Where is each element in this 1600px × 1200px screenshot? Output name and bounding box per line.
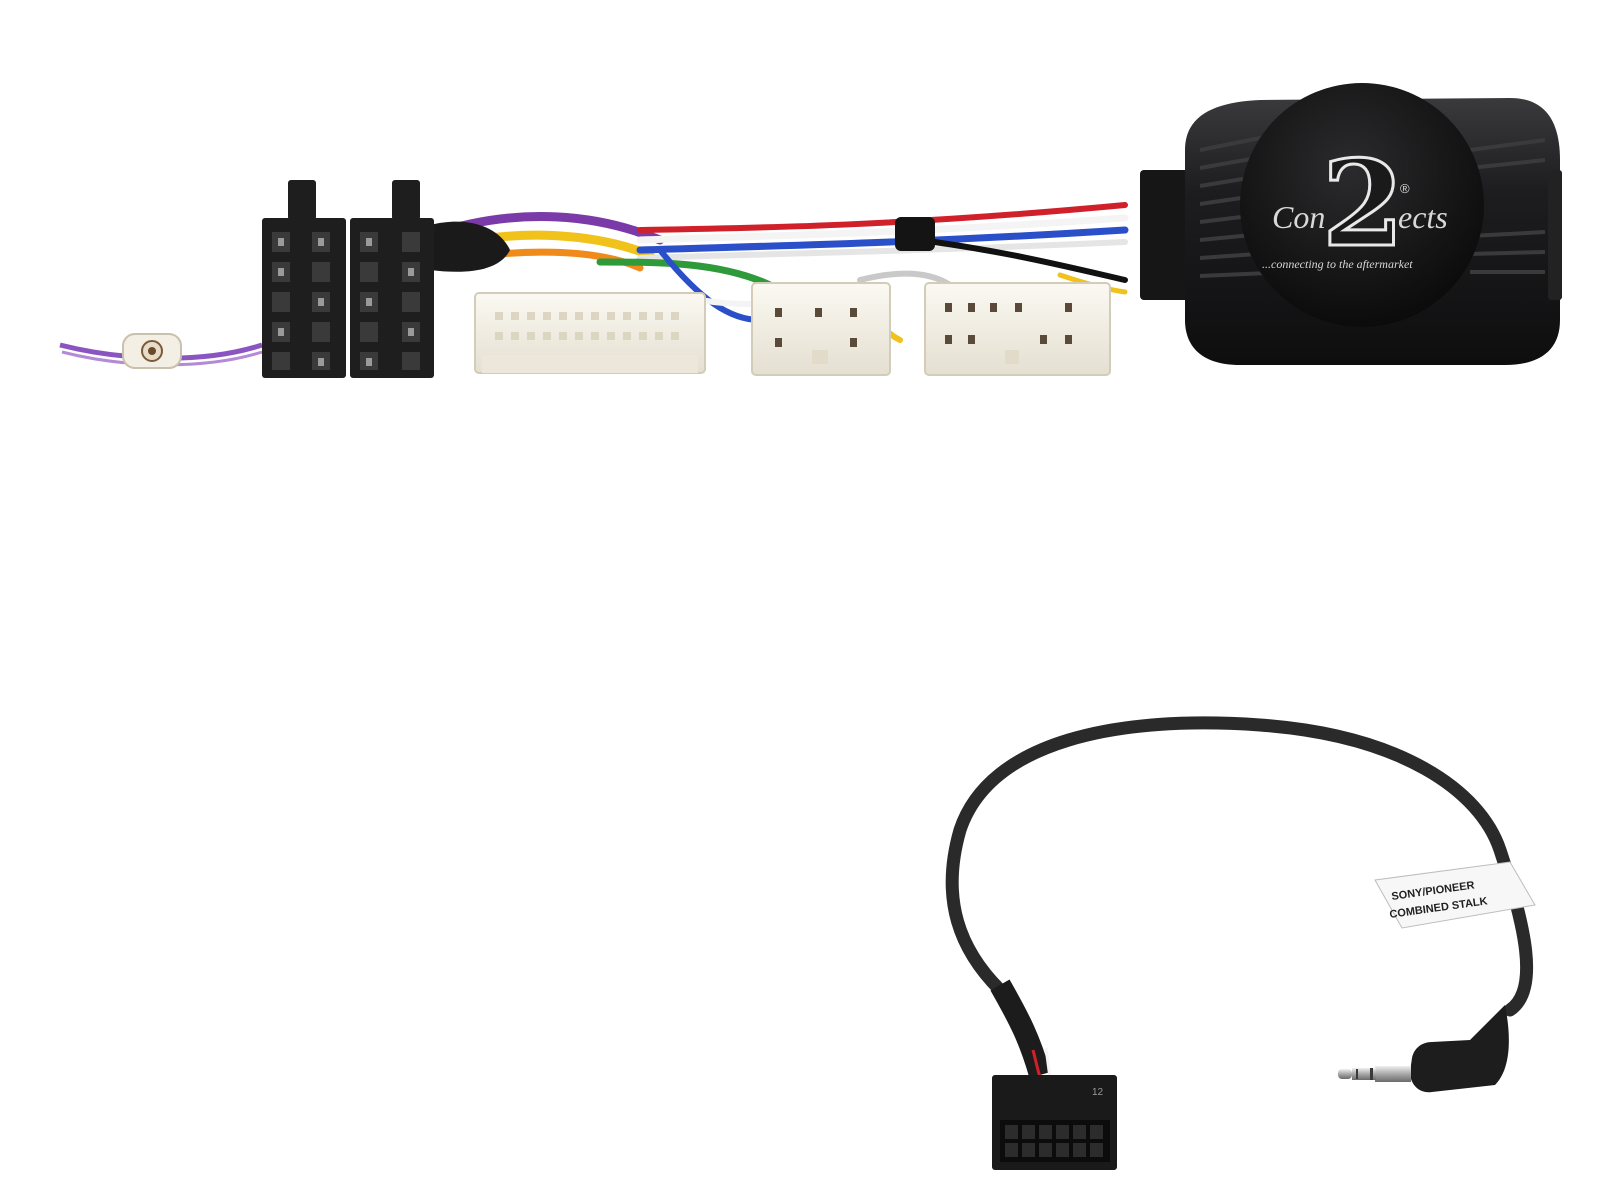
steering-interface-harness: 2 Con ects ® ...connecting to the afterm…: [59, 83, 1562, 378]
patch-lead: SONY/PIONEER COMBINED STALK 12: [945, 716, 1536, 1170]
brand-logo-name-left: Con: [1272, 199, 1325, 235]
vehicle-connector-large: [474, 292, 706, 374]
brand-disc: [1240, 83, 1484, 327]
patch-lead-multipin-plug: 12: [992, 1075, 1117, 1170]
patch-lead-35mm-jack: [1338, 1005, 1509, 1093]
patch-lead-label: SONY/PIONEER COMBINED STALK: [1374, 861, 1536, 929]
patch-lead-cable: [945, 716, 1534, 1017]
patch-lead-tail: [990, 979, 1052, 1079]
registered-mark: ®: [1400, 181, 1410, 196]
brand-logo-name-right: ects: [1398, 199, 1448, 235]
brand-tagline: ...connecting to the aftermarket: [1262, 257, 1413, 271]
vehicle-connector-medium: [924, 282, 1111, 376]
brand-logo-digit: 2: [1322, 134, 1404, 273]
iso-connector: [262, 180, 434, 378]
antenna-adapter-lead: [59, 333, 263, 369]
vehicle-connector-small: [751, 282, 891, 376]
plug-pin-label: 12: [1092, 1087, 1104, 1098]
interface-box: 2 Con ects ® ...connecting to the afterm…: [1140, 83, 1562, 365]
bundle-sleeve: [430, 221, 510, 272]
heat-shrink-band: [895, 217, 935, 251]
